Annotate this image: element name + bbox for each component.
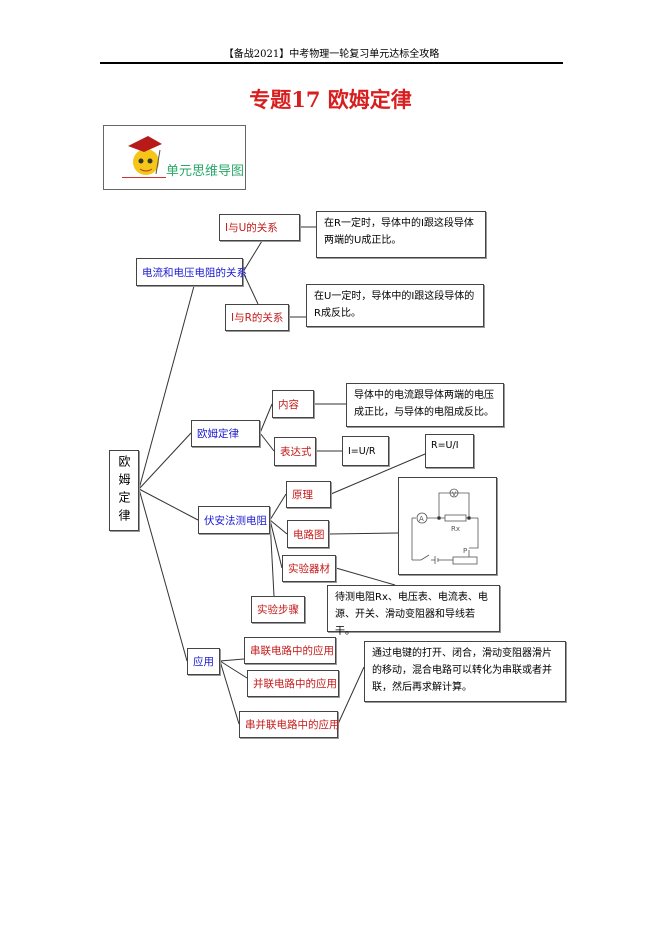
logo-underline: [122, 177, 166, 178]
node-content: 内容: [272, 390, 314, 418]
slider-label: P: [463, 547, 467, 555]
node-current-voltage-resistance: 电流和电压电阻的关系: [136, 258, 247, 286]
node-principle: 原理: [286, 481, 331, 508]
node-i-u-relation: I与U的关系: [219, 214, 300, 241]
logo-label: 单元思维导图: [166, 164, 245, 179]
node-application: 应用: [187, 648, 220, 675]
node-voltammetry: 伏安法测电阻: [198, 506, 270, 534]
node-i-r-relation: I与R的关系: [225, 304, 289, 331]
page-title: 专题17 欧姆定律: [249, 87, 412, 112]
graduate-emoji-icon: [128, 136, 162, 175]
root-label: 欧姆定律: [117, 454, 131, 527]
resistor-label: Rx: [451, 525, 460, 533]
mindmap-logo: 单元思维导图: [103, 125, 246, 190]
voltmeter-label: V: [452, 491, 457, 498]
node-steps: 实验步骤: [251, 596, 305, 623]
page-header: 【备战2021】中考物理一轮复习单元达标全攻略: [223, 49, 440, 60]
node-application-text: 通过电键的打开、闭合，滑动变阻器滑片的移动，混合电路可以转化为串联或者并联，然后…: [364, 641, 566, 702]
ammeter-label: A: [419, 515, 424, 523]
circuit-schematic-icon: V A Rx P: [411, 488, 479, 565]
node-equipment: 实验器材: [282, 555, 336, 582]
node-expression-formula: I=U/R: [342, 436, 389, 466]
node-circuit: 电路图: [287, 520, 329, 548]
circuit-diagram: V A Rx P: [398, 477, 497, 575]
node-expression: 表达式: [274, 437, 316, 466]
node-principle-formula: R=U/I: [425, 434, 474, 468]
node-parallel-application: 并联电路中的应用: [247, 670, 339, 697]
node-ohms-law: 欧姆定律: [191, 420, 260, 447]
node-mixed-application: 串并联电路中的应用: [239, 711, 340, 738]
node-content-text: 导体中的电流跟导体两端的电压成正比，与导体的电阻成反比。: [346, 383, 504, 427]
node-series-application: 串联电路中的应用: [244, 637, 336, 664]
node-i-r-text: 在U一定时，导体中的I跟这段导体的R成反比。: [306, 284, 484, 327]
root-node: 欧姆定律: [109, 450, 139, 531]
node-i-u-text: 在R一定时，导体中的I跟这段导体两端的U成正比。: [316, 211, 486, 258]
node-equipment-text: 待测电阻Rx、电压表、电流表、电源、开关、滑动变阻器和导线若干。: [327, 585, 500, 637]
header-rule: [100, 62, 563, 64]
